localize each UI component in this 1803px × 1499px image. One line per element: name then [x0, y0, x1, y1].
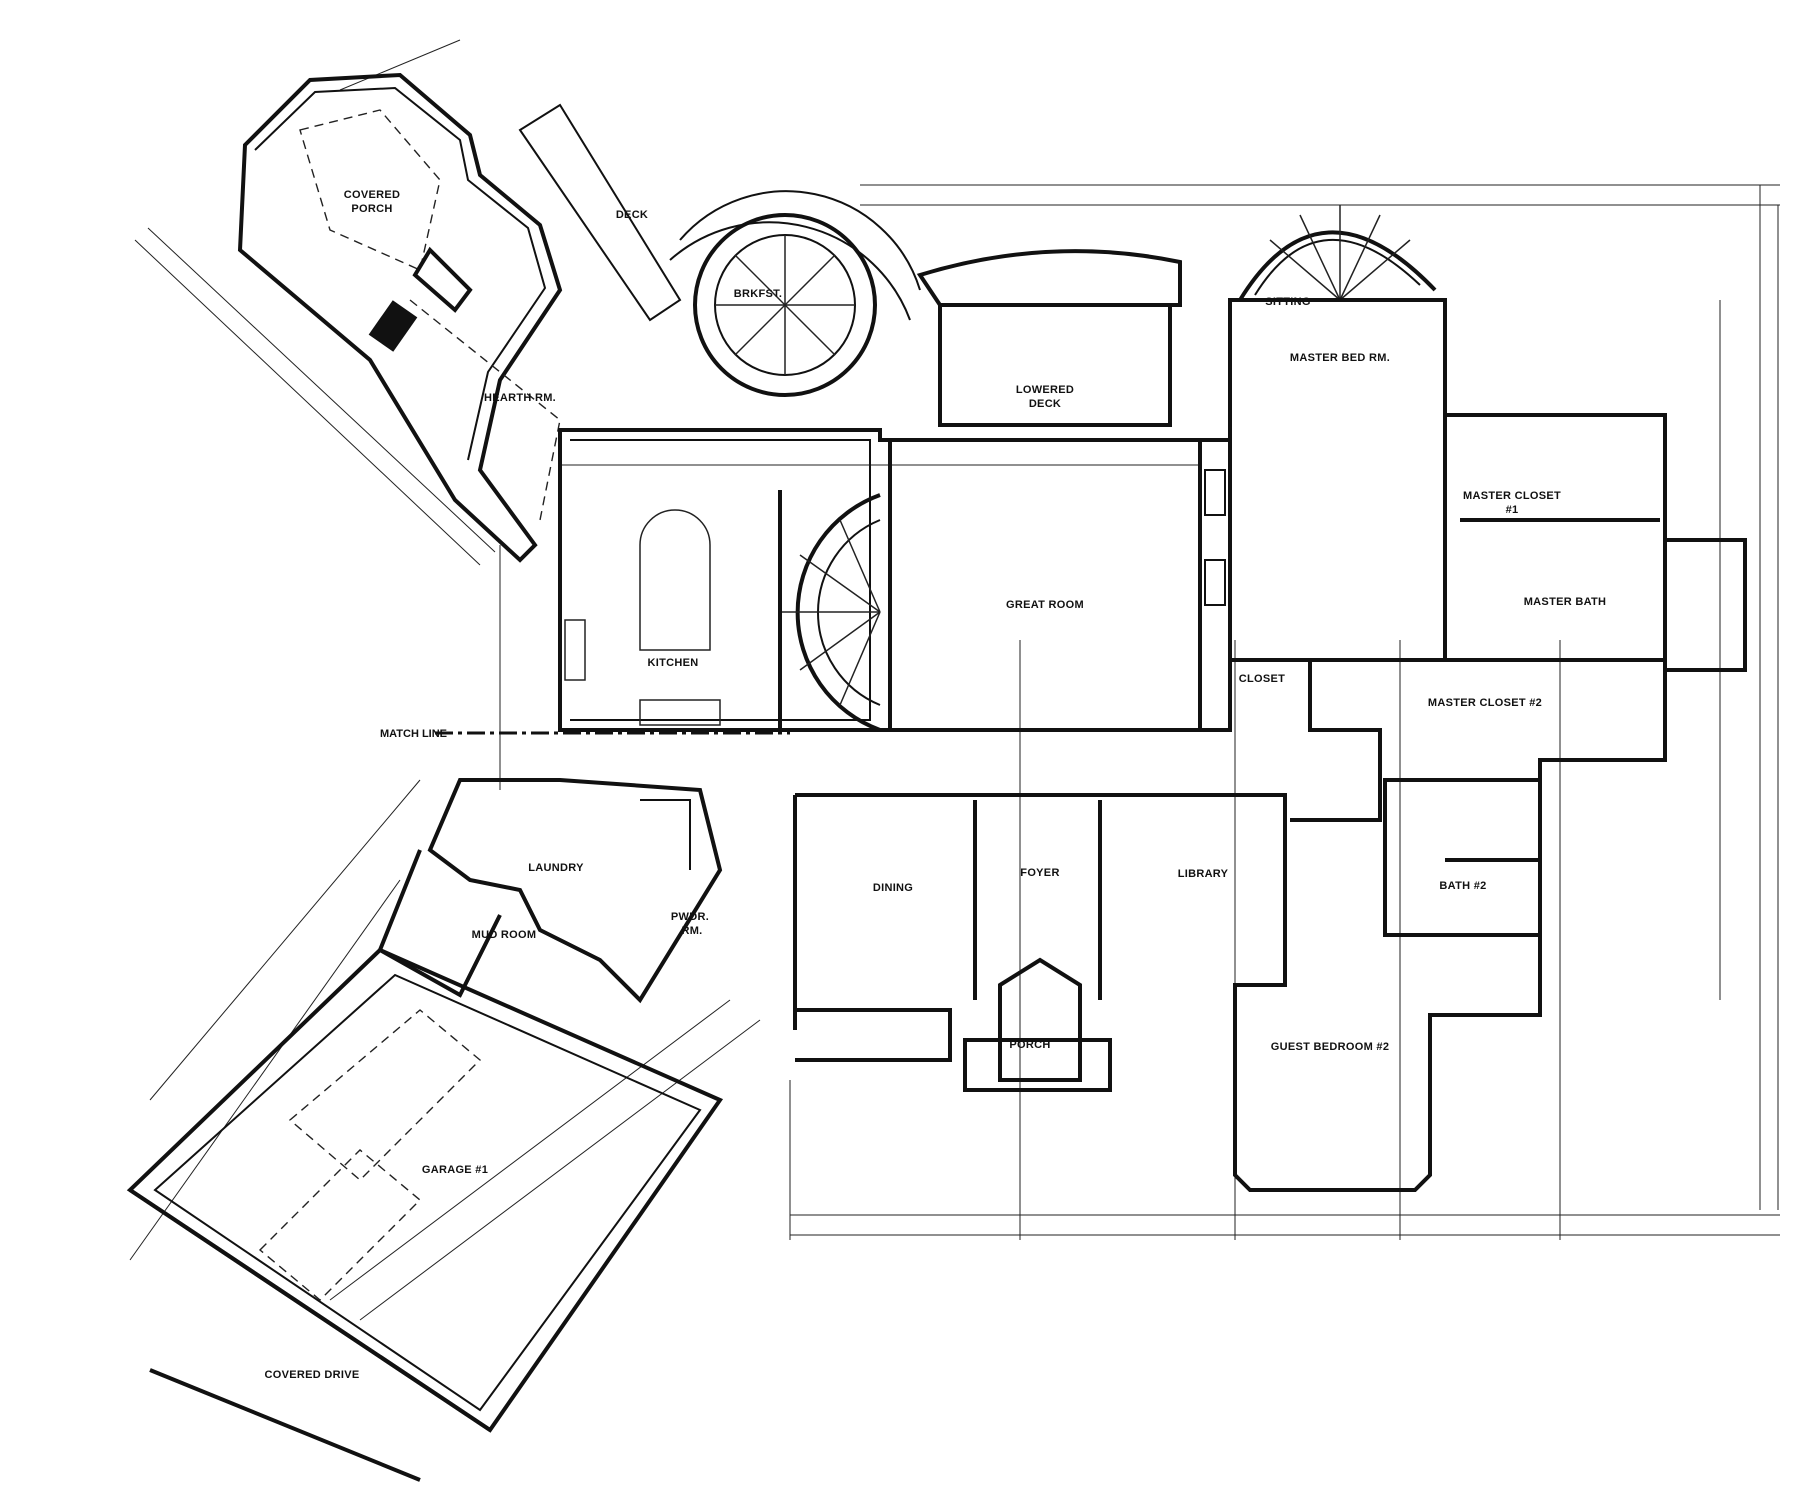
label-dining: DINING: [873, 882, 913, 894]
label-kitchen: KITCHEN: [648, 657, 699, 669]
label-master-closet-1-line2: #1: [1506, 504, 1519, 516]
kitchen-fixtures: [564, 509, 721, 726]
room-labels: COVERED PORCH DECK BRKFST. HEARTH RM. LO…: [265, 189, 1607, 1381]
garage-wing: [126, 778, 724, 1482]
label-lowered-deck-line1: LOWERED: [1016, 384, 1074, 396]
label-closet: CLOSET: [1239, 673, 1285, 685]
label-master-bath: MASTER BATH: [1524, 596, 1607, 608]
label-brkfst: BRKFST.: [734, 288, 783, 300]
label-library: LIBRARY: [1178, 868, 1229, 880]
match-line: MATCH LINE: [380, 728, 790, 740]
label-hearth-room: HEARTH RM.: [484, 392, 556, 404]
label-guest-bedroom-2: GUEST BEDROOM #2: [1271, 1041, 1389, 1053]
label-master-closet-1-line1: MASTER CLOSET: [1463, 490, 1561, 502]
label-lowered-deck-line2: DECK: [1029, 398, 1061, 410]
breakfast-rotunda: [518, 103, 921, 397]
main-block-walls: [558, 298, 1747, 1192]
covered-porch-wing: [237, 72, 563, 563]
label-sitting: SITTING: [1265, 296, 1311, 308]
lowered-deck: [916, 205, 1437, 427]
curved-stair: [782, 493, 881, 732]
label-great-room: GREAT ROOM: [1006, 599, 1084, 611]
label-pwdr-line2: RM.: [681, 925, 702, 937]
label-foyer: FOYER: [1020, 867, 1059, 879]
label-pwdr-line1: PWDR.: [671, 911, 709, 923]
label-laundry: LAUNDRY: [528, 862, 584, 874]
label-garage-1: GARAGE #1: [422, 1164, 488, 1176]
label-bath-2: BATH #2: [1439, 880, 1486, 892]
label-mud-room: MUD ROOM: [472, 929, 537, 941]
dimension-lines: [129, 39, 1780, 1321]
match-line-label: MATCH LINE: [380, 728, 447, 740]
label-master-bed-room: MASTER BED RM.: [1290, 352, 1390, 364]
label-covered-drive: COVERED DRIVE: [265, 1369, 360, 1381]
label-covered-porch-line2: PORCH: [351, 203, 392, 215]
label-covered-porch-line1: COVERED: [344, 189, 401, 201]
label-master-closet-2: MASTER CLOSET #2: [1428, 697, 1542, 709]
label-porch: PORCH: [1009, 1039, 1050, 1051]
label-deck: DECK: [616, 209, 648, 221]
